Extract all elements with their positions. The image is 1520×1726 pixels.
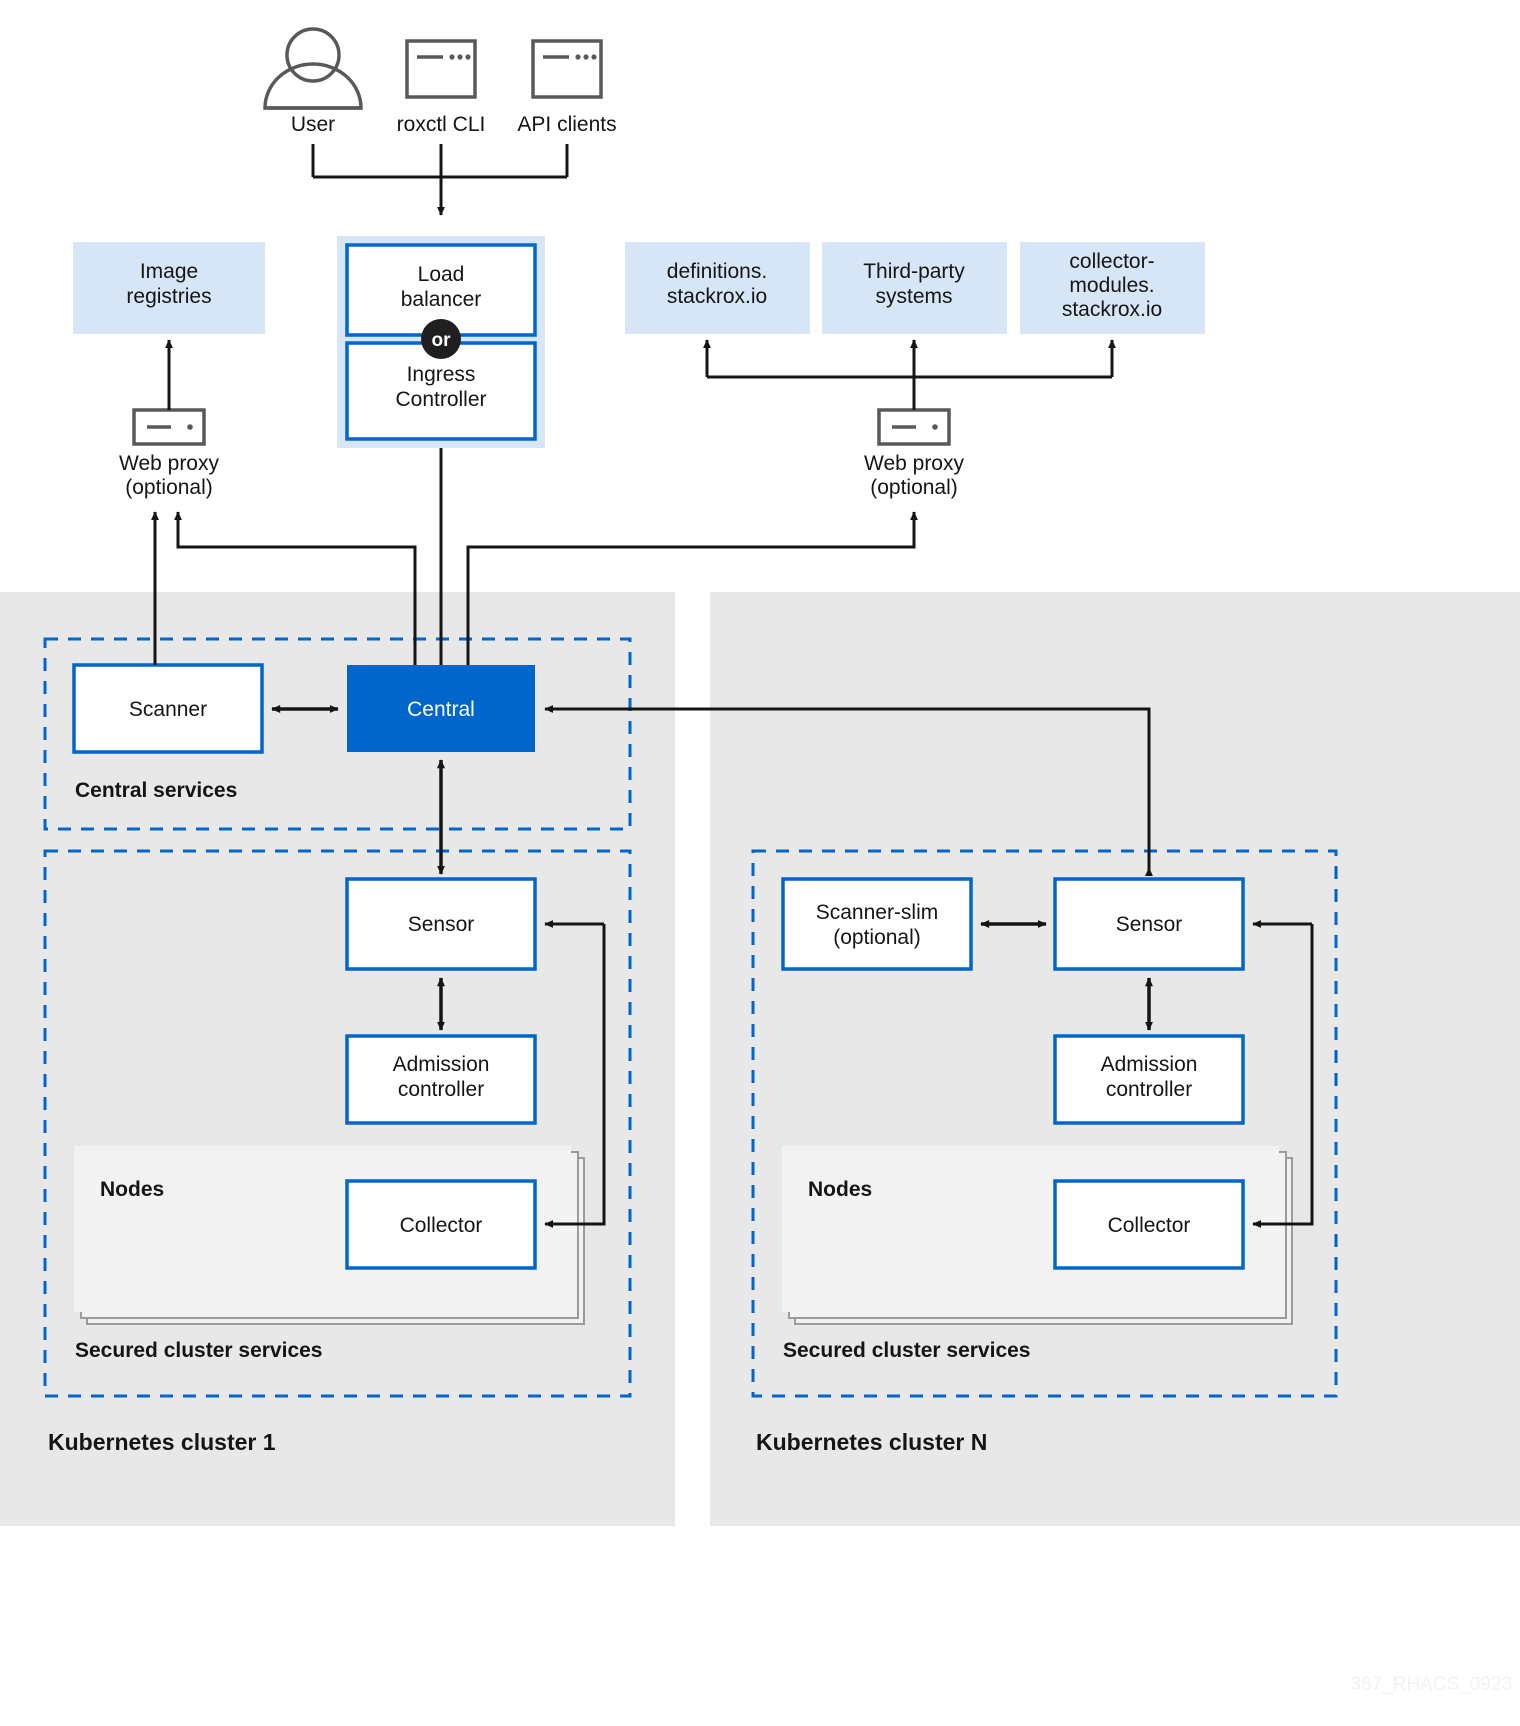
cluster-n-collector-label: Collector <box>1108 1214 1191 1237</box>
ingress-controller-label-1: Ingress <box>407 363 476 386</box>
web-proxy-right-label-1: Web proxy <box>864 452 964 475</box>
cluster-n-secured-group <box>751 849 1338 1398</box>
cluster-n-admission-label-1: Admission <box>1101 1053 1198 1076</box>
cluster-1-collector-label: Collector <box>400 1214 483 1237</box>
cluster-n-scanner-slim-box <box>781 877 973 971</box>
cluster-1-secured-group <box>43 849 632 1398</box>
cluster-n-admission-box <box>1053 1034 1245 1125</box>
collector-modules-label-3: stackrox.io <box>1062 298 1162 321</box>
cluster-n-sensor-box <box>1053 877 1245 971</box>
sensor-n-to-central-path <box>544 705 1153 877</box>
cluster-1-title: Kubernetes cluster 1 <box>48 1429 276 1455</box>
definitions-label-2: stackrox.io <box>667 285 767 308</box>
terminal-window-icon <box>405 39 477 99</box>
cluster-n-collector-box <box>1053 1179 1245 1270</box>
web-proxy-left-label-1: Web proxy <box>119 452 219 475</box>
ingress-controller-label-2: Controller <box>395 388 486 411</box>
third-party-label-1: Third-party <box>863 260 965 283</box>
web-proxy-right-label-2: (optional) <box>870 476 958 499</box>
central-uplink-lines <box>151 448 918 665</box>
cluster-n-sensor-label: Sensor <box>1116 913 1183 936</box>
person-icon <box>263 27 363 110</box>
terminal-window-icon <box>531 39 603 99</box>
proxy-right-fanout-arrows <box>703 339 1116 410</box>
cluster-n-collector-sensor-path <box>1252 920 1314 1228</box>
cluster-n-scanner-slim-label-2: (optional) <box>833 926 921 949</box>
client-label-api: API clients <box>517 113 616 136</box>
image-registries-label-1: Image <box>140 260 198 283</box>
central-services-group <box>43 637 632 831</box>
cluster-1-secured-title: Secured cluster services <box>75 1339 323 1362</box>
cluster-1-sensor-box <box>345 877 537 971</box>
cluster-1-sensor-label: Sensor <box>408 913 475 936</box>
image-registries-label-2: registries <box>126 285 211 308</box>
cluster-1-collector-box <box>345 1179 537 1270</box>
web-proxy-left-label-2: (optional) <box>125 476 213 499</box>
scanner-label: Scanner <box>129 698 207 721</box>
proxy-device-icon <box>132 408 206 446</box>
collector-modules-label-1: collector- <box>1069 250 1154 273</box>
cluster-n-title: Kubernetes cluster N <box>756 1429 987 1455</box>
client-label-roxctl: roxctl CLI <box>397 113 486 136</box>
watermark: 367_RHACS_0923 <box>1350 1674 1512 1695</box>
central-services-title: Central services <box>75 779 237 802</box>
cluster-n-admission-label-2: controller <box>1106 1078 1192 1101</box>
image-registries-box <box>73 242 265 334</box>
cluster-n-secured-title: Secured cluster services <box>783 1339 1031 1362</box>
cluster-n-nodes-title: Nodes <box>808 1178 872 1201</box>
cluster-1-nodes-title: Nodes <box>100 1178 164 1201</box>
collector-modules-box <box>1020 242 1205 334</box>
or-badge <box>421 319 461 359</box>
central-box <box>347 665 535 752</box>
load-balancer-label-1: Load <box>418 263 465 286</box>
third-party-systems-box <box>822 242 1007 334</box>
cluster-n-scanner-slim-label-1: Scanner-slim <box>816 901 939 924</box>
central-label: Central <box>407 698 475 721</box>
cluster-1-admission-label-2: controller <box>398 1078 484 1101</box>
definitions-stackrox-box <box>625 242 810 334</box>
or-badge-label: or <box>432 330 452 351</box>
third-party-label-2: systems <box>875 285 952 308</box>
load-balancer-label-2: balancer <box>401 288 482 311</box>
cluster-1-admission-label-1: Admission <box>393 1053 490 1076</box>
collector-modules-label-2: modules. <box>1069 274 1154 297</box>
scanner-box <box>72 663 264 754</box>
client-label-user: User <box>291 113 335 136</box>
proxy-device-icon <box>877 408 951 446</box>
client-to-loadbalancer-connector <box>311 144 569 216</box>
cluster-1-admission-box <box>345 1034 537 1125</box>
cluster-1-collector-sensor-path <box>544 920 606 1228</box>
definitions-label-1: definitions. <box>667 260 767 283</box>
